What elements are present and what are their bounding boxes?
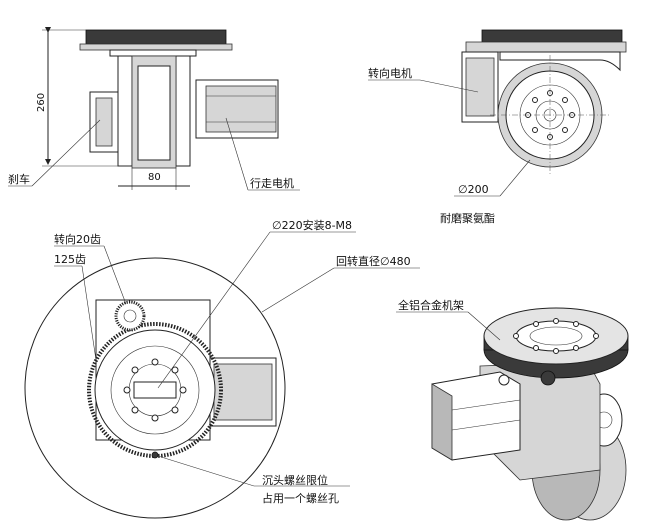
label-steer-motor: 转向电机 bbox=[368, 66, 412, 80]
dim-width: 80 bbox=[148, 172, 161, 183]
small-gear bbox=[114, 300, 146, 332]
label-swing-dia: 回转直径∅480 bbox=[336, 254, 411, 268]
label-mount: ∅220安装8-M8 bbox=[272, 218, 352, 232]
dim-height: 260 bbox=[36, 93, 47, 112]
top-view: 转向20齿 125齿 ∅220安装8-M8 回转直径∅480 沉头螺丝限位 占用… bbox=[24, 218, 420, 519]
label-screw-note-2: 占用一个螺丝孔 bbox=[262, 491, 339, 505]
label-frame: 全铝合金机架 bbox=[398, 298, 464, 312]
label-brake: 刹车 bbox=[8, 172, 30, 186]
side-view: 260 80 刹车 行走电机 bbox=[8, 27, 300, 191]
ring-plate bbox=[79, 43, 233, 51]
big-gear bbox=[87, 322, 223, 458]
countersunk-screw bbox=[151, 451, 159, 459]
label-steer-gear-small: 转向20齿 bbox=[54, 232, 101, 246]
iso-view: 全铝合金机架 bbox=[396, 298, 629, 521]
slewing-ring-top bbox=[85, 29, 227, 45]
label-drive-motor: 行走电机 bbox=[250, 176, 294, 190]
label-tread: 耐磨聚氨酯 bbox=[440, 212, 495, 225]
label-screw-note-1: 沉头螺丝限位 bbox=[262, 473, 328, 487]
front-view: 转向电机 ∅200 耐磨聚氨酯 bbox=[368, 29, 627, 225]
label-steer-gear-big: 125齿 bbox=[54, 253, 86, 266]
label-wheel-dia: ∅200 bbox=[458, 183, 489, 196]
swing-circle bbox=[24, 257, 286, 519]
